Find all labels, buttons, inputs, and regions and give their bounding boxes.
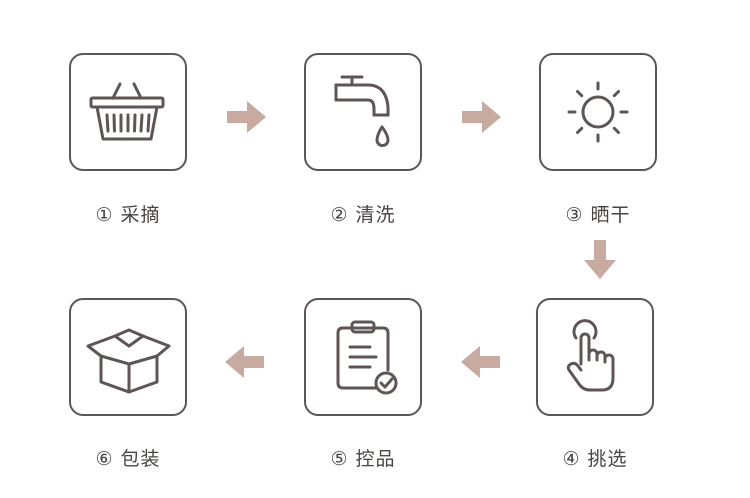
arrow-right-icon — [462, 101, 501, 133]
step-2-card — [304, 53, 422, 171]
basket-icon — [89, 82, 165, 141]
step-3-label: ③ 晒干 — [565, 204, 631, 226]
step-2-label: ② 清洗 — [330, 204, 396, 226]
arrow-left-icon — [461, 346, 500, 378]
step-5-label: ⑤ 控品 — [330, 448, 396, 470]
arrow-right-icon — [227, 101, 266, 133]
step-6-card — [69, 298, 187, 416]
step-1-label: ① 采摘 — [95, 204, 161, 226]
box-icon — [86, 328, 171, 394]
step-3-card — [539, 53, 657, 171]
arrow-down-icon — [584, 240, 616, 279]
sun-icon — [567, 81, 629, 143]
faucet-icon — [334, 75, 390, 147]
step-6-label: ⑥ 包装 — [95, 448, 161, 470]
clipboard-check-icon — [336, 320, 398, 395]
step-1-card — [69, 53, 187, 171]
step-5-card — [304, 298, 422, 416]
step-4-label: ④ 挑选 — [562, 448, 628, 470]
arrow-left-icon — [225, 346, 264, 378]
hand-pointer-icon — [566, 319, 615, 392]
step-4-card — [536, 298, 654, 416]
